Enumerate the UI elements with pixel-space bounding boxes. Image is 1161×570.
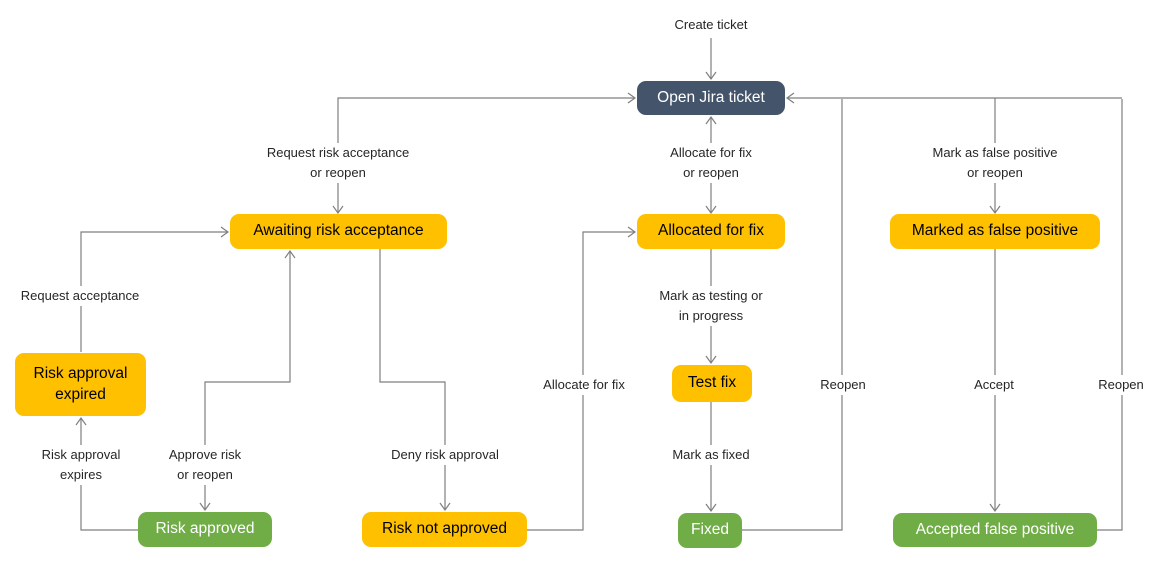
arrowhead (989, 205, 1001, 215)
node-accepted-false-positive: Accepted false positive (893, 513, 1097, 547)
arrowhead (439, 502, 451, 512)
arrowhead (220, 226, 230, 238)
edge-label-reopen-fixed: Reopen (816, 375, 870, 395)
arrowhead (705, 115, 717, 125)
edge-label-allocate-for-fix-reopen: Allocate for fix or reopen (666, 143, 756, 183)
edge-label-request-risk-acceptance: Request risk acceptance or reopen (262, 143, 414, 183)
edge-label-reopen-accepted: Reopen (1094, 375, 1148, 395)
arrowhead (705, 355, 717, 365)
arrowhead (705, 503, 717, 513)
edge-label-create-ticket: Create ticket (670, 15, 752, 35)
edge-label-allocate-for-fix: Allocate for fix (539, 375, 629, 395)
edge-expired-awaiting (80, 231, 227, 352)
edge-label-request-acceptance: Request acceptance (16, 286, 144, 306)
arrowhead (332, 205, 344, 215)
arrowhead (705, 205, 717, 215)
node-risk-not-approved: Risk not approved (362, 512, 527, 547)
edge-accepted-reopen (1097, 99, 1123, 531)
node-fixed: Fixed (678, 513, 742, 548)
edge-label-approve-risk: Approve risk or reopen (164, 445, 246, 485)
arrowhead (705, 71, 717, 81)
arrowhead (627, 226, 637, 238)
node-open-jira-ticket: Open Jira ticket (637, 81, 785, 115)
arrowhead (199, 502, 211, 512)
node-allocated-for-fix: Allocated for fix (637, 214, 785, 249)
edge-fixed-reopen (742, 99, 843, 531)
node-test-fix: Test fix (672, 365, 752, 402)
arrowhead (785, 92, 795, 104)
edge-label-risk-approval-expires: Risk approval expires (37, 445, 125, 485)
edge-label-accept: Accept (970, 375, 1018, 395)
arrowhead (75, 416, 87, 426)
node-risk-approved: Risk approved (138, 512, 272, 547)
arrowhead (284, 249, 296, 259)
node-awaiting-risk-acceptance: Awaiting risk acceptance (230, 214, 447, 249)
edge-label-mark-false-positive: Mark as false positive or reopen (928, 143, 1062, 183)
arrowhead (627, 92, 637, 104)
edge-label-mark-as-fixed: Mark as fixed (668, 445, 754, 465)
edge-label-mark-as-testing: Mark as testing or in progress (655, 286, 767, 326)
node-marked-as-false-positive: Marked as false positive (890, 214, 1100, 249)
node-risk-approval-expired: Risk approval expired (15, 353, 146, 416)
arrowhead (989, 503, 1001, 513)
edge-awaiting-notapproved (379, 249, 446, 509)
edge-label-deny-risk-approval: Deny risk approval (387, 445, 503, 465)
